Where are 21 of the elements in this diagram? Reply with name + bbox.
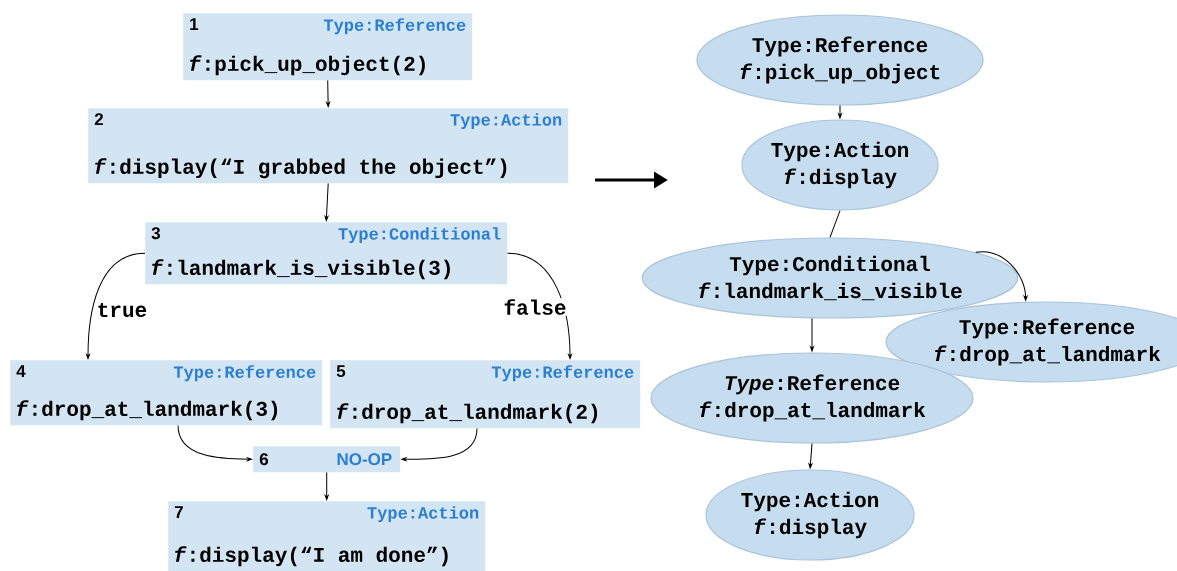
- process-box: 3 Type:Conditional f:landmark_is_visible(3): [145, 222, 508, 285]
- process-box: 6 NO-OP: [253, 446, 401, 473]
- arrow: [808, 443, 813, 469]
- process-box: 1 Type:Reference f:pick_up_object(2): [183, 13, 473, 81]
- arrow: [177, 424, 252, 462]
- arrow: [326, 79, 330, 107]
- edge-label: false: [502, 298, 568, 316]
- edge-label: true: [95, 301, 149, 319]
- arrow: [324, 471, 329, 500]
- process-box: 5 Type:Reference f:drop_at_landmark(2): [330, 360, 641, 429]
- arrow: [86, 252, 146, 359]
- arrow: [975, 251, 1028, 301]
- connector-line: [829, 210, 841, 238]
- arrow: [506, 252, 572, 359]
- process-box: 4 Type:Reference f:drop_at_landmark(3): [10, 360, 323, 426]
- arrow: [401, 427, 478, 462]
- arrow: [838, 105, 842, 119]
- process-box: 2 Type:Action f:display(“I grabbed the object”): [88, 108, 569, 184]
- process-box: 7 Type:Action f:display(“I am done”): [168, 501, 486, 571]
- arrow: [810, 318, 814, 352]
- arrow: [324, 182, 329, 221]
